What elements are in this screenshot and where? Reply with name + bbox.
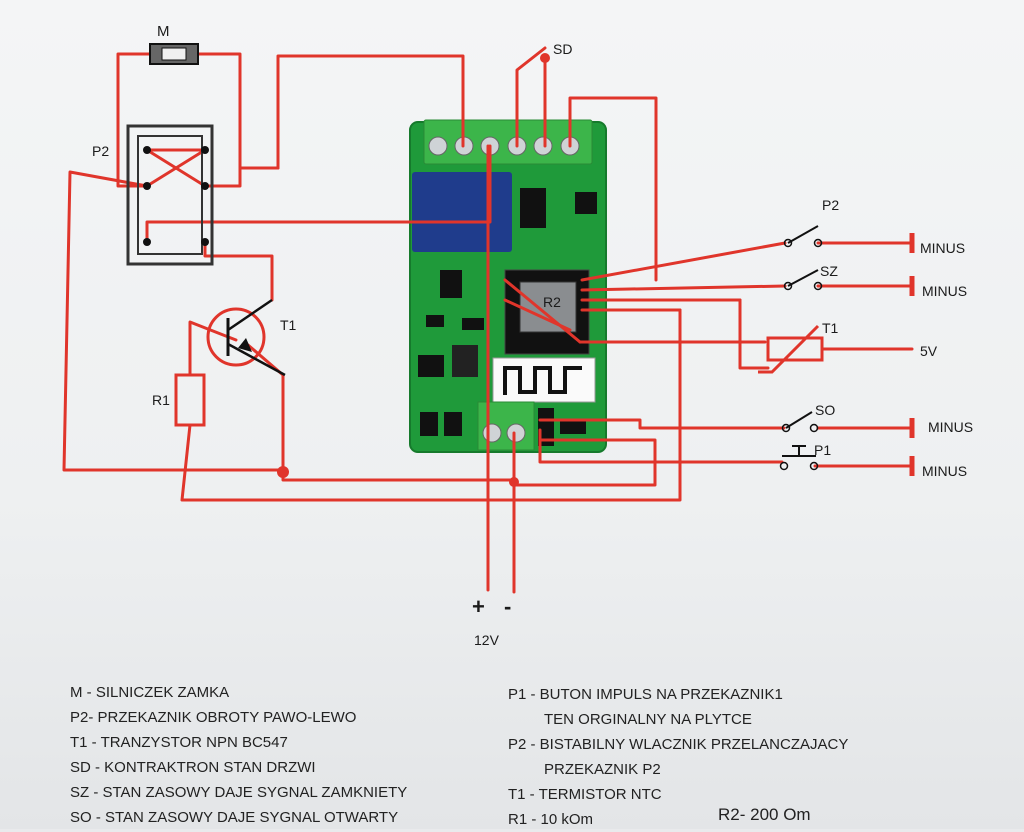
relay-component	[412, 172, 512, 252]
legend-item: SO - STAN ZASOWY DAJE SYGNAL OTWARTY	[70, 809, 399, 826]
legend-item: SZ - STAN ZASOWY DAJE SYGNAL ZAMKNIETY	[70, 784, 408, 801]
resistor-r1-symbol: R1	[152, 373, 206, 427]
resistor-r1-label: R1	[152, 392, 170, 408]
relay-p2-symbol: P2	[92, 124, 214, 266]
legend-item: P1 - BUTON IMPULS NA PRZEKAZNIK1	[508, 686, 783, 703]
legend-item: PRZEKAZNIK P2	[544, 761, 661, 778]
switch-sz-symbol: SZ MINUS	[783, 263, 967, 299]
switch-so-label: SO	[815, 402, 835, 418]
power-supply-12v: + - 12V	[472, 594, 511, 648]
plus-sign: +	[472, 594, 485, 619]
switch-so-symbol: SO MINUS	[781, 402, 973, 435]
relay-p2-label: P2	[92, 143, 109, 159]
junction-dots	[277, 53, 550, 487]
thermistor-label: T1	[822, 320, 839, 336]
wifi-antenna	[492, 357, 596, 403]
motor-symbol: M	[149, 23, 199, 65]
minus-label-3: MINUS	[928, 419, 973, 435]
minus-label-1: MINUS	[920, 240, 965, 256]
switch-sz-label: SZ	[820, 263, 838, 279]
legend-item: R1 - 10 kOm	[508, 811, 594, 828]
legend-item: TEN ORGINALNY NA PLYTCE	[544, 711, 752, 728]
transistor-label: T1	[280, 317, 297, 333]
legend-right: P1 - BUTON IMPULS NA PRZEKAZNIK1 TEN ORG…	[508, 682, 848, 832]
minus-sign: -	[504, 594, 511, 619]
button-p1-label: P1	[814, 442, 831, 458]
thermistor-symbol: T1 5V	[758, 320, 938, 374]
legend-item: T1 - TERMISTOR NTC	[508, 786, 662, 803]
reed-switch-symbol: SD	[553, 41, 572, 57]
bottom-terminal-input	[538, 408, 554, 446]
minus-label-2: MINUS	[922, 283, 967, 299]
legend-item: M - SILNICZEK ZAMKA	[70, 684, 230, 701]
transistor-symbol: T1	[206, 298, 297, 377]
legend-item: SD - KONTRAKTRON STAN DRZWI	[70, 759, 316, 776]
legend-item: P2 - BISTABILNY WLACZNIK PRZELANCZAJACY	[508, 736, 849, 753]
reed-switch-label: SD	[553, 41, 572, 57]
motor-label: M	[157, 23, 170, 40]
minus-label-4: MINUS	[922, 463, 967, 479]
switch-p2-symbol: P2 MINUS	[783, 197, 965, 256]
v12-label: 12V	[474, 632, 500, 648]
legend-left: M - SILNICZEK ZAMKA P2- PRZEKAZNIK OBROT…	[70, 680, 407, 830]
board-r2-label: R2	[543, 294, 561, 310]
controller-board	[409, 119, 607, 453]
switch-p2-label: P2	[822, 197, 839, 213]
legend-r2-value: R2- 200 Om	[718, 805, 811, 824]
legend-item: T1 - TRANZYSTOR NPN BC547	[70, 734, 288, 751]
button-p1-symbol: P1 MINUS	[779, 442, 967, 479]
legend-item: P2- PRZEKAZNIK OBROTY PAWO-LEWO	[70, 709, 357, 726]
v5-label: 5V	[920, 343, 938, 359]
